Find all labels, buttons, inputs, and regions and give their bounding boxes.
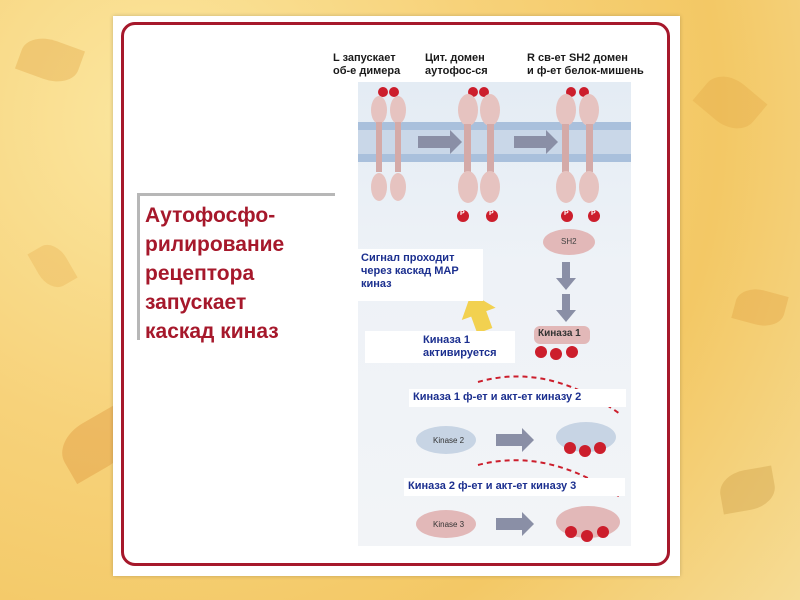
sh2-protein [543, 229, 595, 255]
receptor-diagram [358, 87, 631, 542]
kinase1-label: Киназа 1 [538, 328, 581, 339]
p-label: P [460, 210, 465, 217]
step-k3-text: Киназа 2 ф-ет и акт-ет киназу 3 [408, 480, 577, 492]
sh2-label: SH2 [561, 237, 577, 246]
down-arrow-1 [562, 262, 570, 280]
p-label: P [591, 210, 596, 217]
p-label: P [564, 210, 569, 217]
slide-title: Аутофосфо- рилирование рецептора запуска… [145, 204, 285, 343]
yellow-arrow [461, 293, 496, 334]
arrow-1 [418, 130, 462, 154]
slide-border [121, 22, 670, 566]
receptor-dimer-3 [543, 87, 600, 255]
arrow-2 [514, 130, 558, 154]
kinase1-activated-box: Киназа 1 активируется [365, 331, 515, 363]
step-k2-text: Киназа 1 ф-ет и акт-ет киназу 2 [413, 391, 582, 403]
down-arrow-2 [562, 294, 570, 312]
kinase2-inactive [416, 426, 476, 454]
label-step2: Цит. домен аутофос-ся [425, 52, 488, 77]
kinase1-activated-text: Киназа 1 активируется [423, 334, 497, 359]
kinase3-inactive [416, 510, 476, 538]
kinase3-label: Kinase 3 [433, 520, 465, 529]
kinase2-label: Kinase 2 [433, 436, 465, 445]
receptor-dimer-2 [457, 87, 500, 222]
receptor-dimer-1 [371, 87, 406, 201]
step-k3-box: Киназа 2 ф-ет и акт-ет киназу 3 [404, 478, 625, 496]
label-step1: L запускает об-е димера [333, 52, 401, 77]
p-label: P [489, 210, 494, 217]
label-step3: R св-ет SH2 домен и ф-ет белок-мишень [527, 52, 644, 77]
kinase2-arrow [496, 428, 534, 452]
title-box [137, 193, 335, 340]
kinase1-body [534, 326, 590, 344]
kinase3-arrow [496, 512, 534, 536]
signal-text: Сигнал проходит через каскад МАР киназ [361, 252, 459, 290]
step-k2-box: Киназа 1 ф-ет и акт-ет киназу 2 [409, 389, 626, 407]
signal-text-box: Сигнал проходит через каскад МАР киназ [357, 249, 483, 301]
